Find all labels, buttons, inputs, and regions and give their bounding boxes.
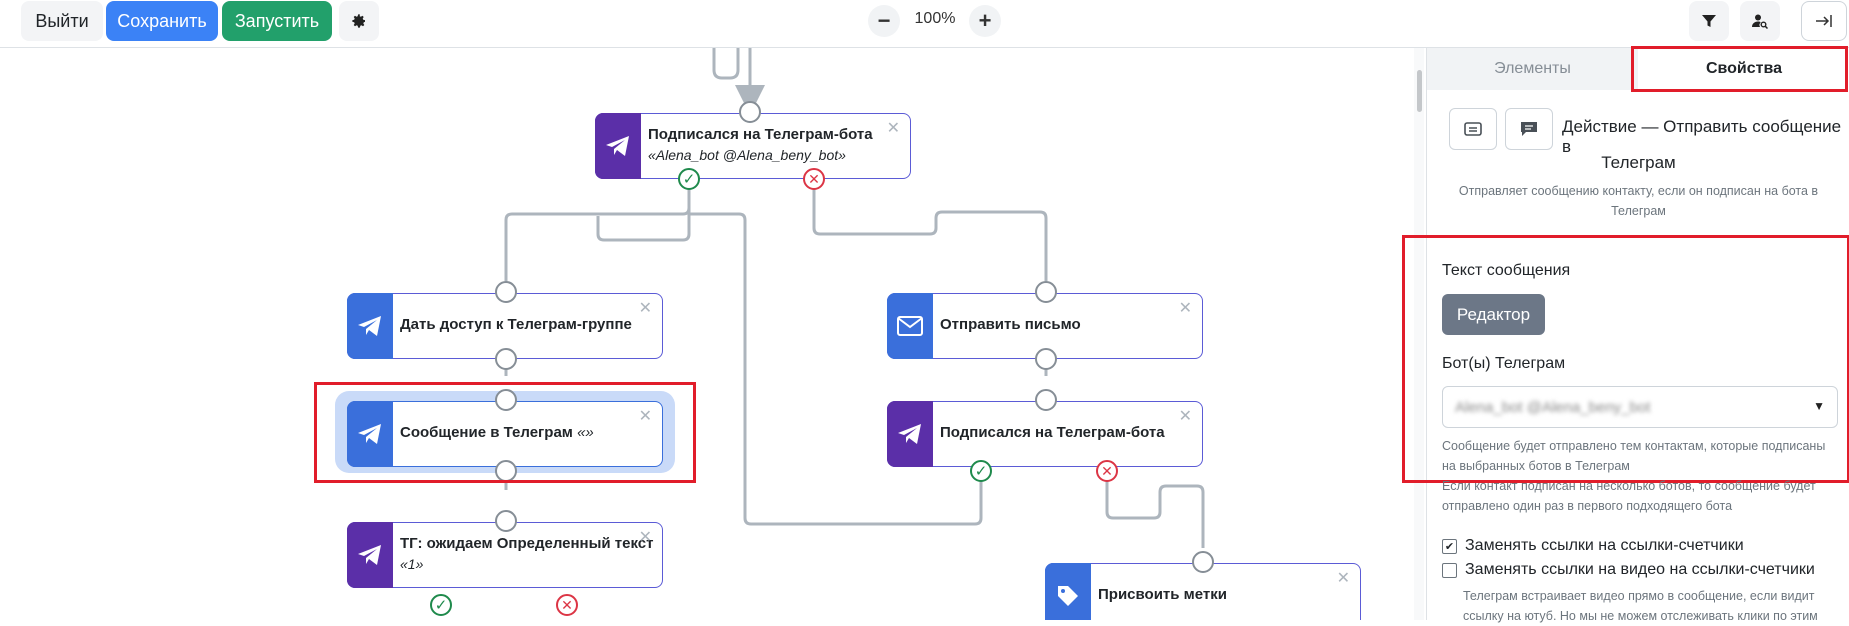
close-icon[interactable]: ✕ — [638, 529, 652, 546]
node-icon — [595, 113, 641, 179]
canvas-scrollbar-track[interactable] — [1414, 48, 1424, 620]
success-port-check-icon[interactable]: ✓ — [678, 168, 700, 190]
highlight-frame — [314, 382, 696, 483]
node-title: Присвоить метки — [1098, 586, 1227, 603]
action-description: Отправляет сообщению контакту, если он п… — [1458, 184, 1819, 218]
zoom-level: 100% — [914, 10, 956, 27]
node-title: Отправить письмо — [940, 316, 1081, 333]
tag-icon — [1058, 586, 1078, 606]
top-toolbar: Выйти Сохранить Запустить − 100% + — [0, 0, 1849, 48]
replace-links-option[interactable]: ✔ Заменять ссылки на ссылки-счетчики — [1442, 537, 1744, 555]
success-port-check-icon[interactable]: ✓ — [430, 594, 452, 616]
telegram-icon — [358, 316, 381, 336]
checkbox-checked-icon[interactable]: ✔ — [1442, 538, 1457, 554]
node-tg-wait-text[interactable]: ТГ: ожидаем Определенный текст «1» ✕ — [347, 522, 663, 588]
input-port[interactable] — [1192, 551, 1214, 573]
telegram-icon — [358, 424, 381, 444]
editor-button[interactable]: Редактор — [1442, 294, 1545, 335]
checkbox-unchecked-icon[interactable] — [1442, 562, 1457, 578]
fail-port-cross-icon[interactable]: ✕ — [556, 594, 578, 616]
telegram-icon — [606, 136, 629, 156]
checkbox-label: Заменять ссылки на ссылки-счетчики — [1465, 537, 1744, 554]
node-icon — [347, 293, 393, 359]
canvas-scrollbar-thumb[interactable] — [1417, 70, 1422, 112]
tab-elements[interactable]: Элементы — [1494, 60, 1571, 77]
flow-canvas[interactable]: Подписался на Телеграм-бота «Alena_bot @… — [4, 48, 1426, 620]
fail-port-cross-icon[interactable]: ✕ — [803, 168, 825, 190]
node-subtitle: «1» — [400, 556, 424, 572]
input-port[interactable] — [739, 101, 761, 123]
telegram-icon — [358, 545, 381, 565]
chevron-down-icon: ▼ — [1813, 399, 1825, 413]
panel-tabs: Элементы Свойства — [1427, 48, 1849, 90]
message-type-button[interactable] — [1449, 108, 1497, 150]
node-icon — [347, 401, 393, 467]
close-icon[interactable]: ✕ — [1178, 408, 1192, 425]
output-port[interactable] — [1035, 348, 1057, 370]
node-title: Сообщение в Телеграм «» — [400, 424, 594, 441]
node-title: Подписался на Телеграм-бота — [648, 126, 873, 143]
comment-button[interactable] — [1505, 108, 1553, 150]
node-subscribed-bot-right[interactable]: Подписался на Телеграм-бота ✕ — [887, 401, 1203, 467]
replace-video-links-option[interactable]: Заменять ссылки на видео на ссылки-счетч… — [1442, 561, 1815, 579]
close-icon[interactable]: ✕ — [1336, 570, 1350, 587]
tab-properties[interactable]: Свойства — [1638, 48, 1849, 90]
node-subscribed-bot-top[interactable]: Подписался на Телеграм-бота «Alena_bot @… — [595, 113, 911, 179]
node-subtitle: «» — [577, 424, 594, 441]
message-text-label: Текст сообщения — [1442, 262, 1571, 279]
envelope-icon — [897, 316, 923, 336]
settings-button[interactable] — [339, 1, 379, 41]
bots-hint: Сообщение будет отправлено тем контактам… — [1442, 439, 1826, 513]
zoom-in-button[interactable]: + — [969, 5, 1001, 37]
node-title: Дать доступ к Телеграм-группе — [400, 316, 632, 333]
save-button[interactable]: Сохранить — [106, 1, 218, 41]
close-icon[interactable]: ✕ — [638, 408, 652, 425]
node-icon — [887, 293, 933, 359]
node-title: Подписался на Телеграм-бота — [940, 424, 1165, 441]
node-title: ТГ: ожидаем Определенный текст — [400, 535, 654, 552]
action-title-line1: Действие — Отправить сообщение в — [1562, 117, 1842, 156]
zoom-out-button[interactable]: − — [868, 5, 900, 37]
fail-port-cross-icon[interactable]: ✕ — [1096, 460, 1118, 482]
gear-icon — [352, 14, 365, 28]
node-assign-tags[interactable]: Присвоить метки ✕ — [1045, 563, 1361, 620]
input-port[interactable] — [495, 389, 517, 411]
run-button[interactable]: Запустить — [222, 1, 332, 41]
exit-button[interactable]: Выйти — [21, 1, 103, 41]
checkbox-label: Заменять ссылки на видео на ссылки-счетч… — [1465, 561, 1815, 578]
success-port-check-icon[interactable]: ✓ — [970, 460, 992, 482]
input-port[interactable] — [1035, 389, 1057, 411]
properties-panel: Элементы Свойства Действие — Отправить с… — [1402, 46, 1849, 623]
collapse-right-icon — [1816, 15, 1832, 27]
output-port[interactable] — [495, 348, 517, 370]
bots-select-value: Alena_bot @Alena_beny_bot — [1455, 399, 1651, 416]
close-icon[interactable]: ✕ — [638, 300, 652, 317]
close-icon[interactable]: ✕ — [1178, 300, 1192, 317]
highlight-frame — [1402, 235, 1849, 483]
filter-button[interactable] — [1689, 1, 1729, 41]
connector-lines — [504, 48, 1205, 548]
telegram-icon — [898, 424, 921, 444]
message-card-icon — [1464, 122, 1482, 136]
input-port[interactable] — [495, 510, 517, 532]
user-search-button[interactable] — [1740, 1, 1780, 41]
highlight-frame — [1631, 46, 1848, 92]
node-icon — [1045, 563, 1091, 620]
node-icon — [347, 522, 393, 588]
node-icon — [887, 401, 933, 467]
user-search-icon — [1752, 14, 1768, 29]
input-port[interactable] — [495, 281, 517, 303]
node-subtitle: «Alena_bot @Alena_beny_bot» — [648, 147, 846, 163]
bots-select[interactable]: Alena_bot @Alena_beny_bot ▼ — [1442, 386, 1838, 428]
collapse-panel-button[interactable] — [1801, 1, 1847, 41]
filter-icon — [1702, 15, 1716, 27]
comment-icon — [1521, 122, 1537, 136]
close-icon[interactable]: ✕ — [886, 120, 900, 137]
action-title-line2: Телеграм — [1601, 153, 1676, 172]
bots-label: Бот(ы) Телеграм — [1442, 355, 1566, 372]
video-links-hint: Телеграм встраивает видео прямо в сообще… — [1463, 589, 1818, 623]
input-port[interactable] — [1035, 281, 1057, 303]
